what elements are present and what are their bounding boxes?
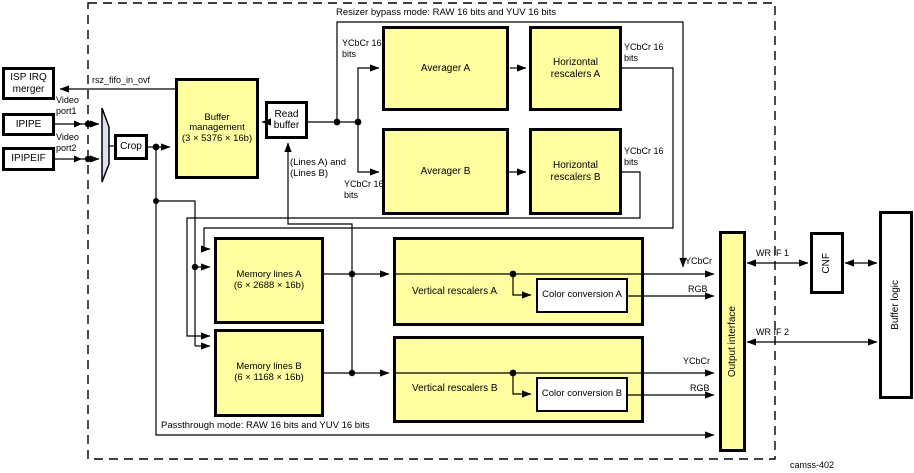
block-averager-a: Averager A [382,26,509,111]
arrow-video-port1 [74,120,82,128]
block-h-rescalers-b: Horizontal rescalers B [529,128,622,215]
label-rgb-a: RGB [688,284,708,294]
label-ycbcr16-hra-out: YCbCr 16 bits [624,42,664,63]
block-crop: Crop [114,134,148,160]
block-isp-irq-merger: ISP IRQ merger [2,67,55,100]
block-v-rescalers-a-label: Vertical rescalers A [412,286,498,297]
block-cnf-label: CNF [821,252,833,274]
block-ipipeif-label: IPIPEIF [11,153,46,165]
block-buffer-management-name: Buffer management [189,111,245,134]
wire-averager-a-in [357,64,380,122]
label-wr-if-1: WR IF 1 [756,248,789,258]
block-averager-b: Averager B [382,128,509,215]
block-output-interface: Output interface [719,231,746,452]
block-output-interface-label: Output interface [726,305,738,378]
block-averager-a-label: Averager A [420,62,471,74]
block-memory-lines-b: Memory lines B (6 × 1168 × 16b) [214,329,324,417]
label-rsz-fifo-in-ovf: rsz_fifo_in_ovf [92,75,151,85]
arrow-video-port2 [74,155,82,163]
block-buffer-logic-label: Buffer logic [890,280,902,330]
block-h-rescalers-b-label: Horizontal rescalers B [550,160,601,183]
label-video-port1: Video port1 [56,95,79,116]
block-read-buffer: Read buffer [265,101,308,139]
label-ycbcr-a: YCbCr [685,256,713,266]
block-color-conversion-a-label: Color conversion A [542,289,622,301]
block-color-conversion-a: Color conversion A [536,278,628,313]
block-averager-b-label: Averager B [420,165,471,177]
label-bypass-mode: Resizer bypass mode: RAW 16 bits and YUV… [336,7,557,18]
block-memory-lines-b-dims: (6 × 1168 × 16b) [234,372,304,383]
block-memory-lines-a: Memory lines A (6 × 2688 × 16b) [214,237,324,324]
block-v-rescalers-b-label: Vertical rescalers B [412,383,498,394]
block-h-rescalers-a-label: Horizontal rescalers A [550,57,601,80]
block-ipipe-label: IPIPE [15,118,42,130]
figure-tag: camss-402 [790,460,835,470]
block-color-conversion-b-label: Color conversion B [541,388,623,400]
block-memory-lines-a-name: Memory lines A [236,268,302,280]
label-video-port2: Video port2 [56,132,79,153]
label-rgb-b: RGB [690,383,710,393]
block-buffer-management-dims: (3 × 5376 × 16b) [181,132,253,144]
block-buffer-logic: Buffer logic [879,211,913,399]
input-mux-shape [101,107,110,183]
block-color-conversion-b: Color conversion B [536,377,628,412]
label-ycbcr16-averager-a: YCbCr 16 bits [342,38,382,59]
block-ipipeif: IPIPEIF [2,147,55,171]
block-isp-irq-merger-label: ISP IRQ merger [10,72,47,95]
label-passthrough-mode: Passthrough mode: RAW 16 bits and YUV 16… [161,420,370,431]
block-crop-label: Crop [120,141,142,153]
block-h-rescalers-a: Horizontal rescalers A [529,26,622,111]
block-cnf: CNF [810,232,844,294]
label-ycbcr16-hrb-out: YCbCr 16 bits [624,146,664,167]
wire-mem-bus [156,200,196,346]
block-read-buffer-label: Read buffer [273,108,300,131]
label-wr-if-2: WR IF 2 [756,327,789,337]
label-ycbcr16-averager-b: YCbCr 16 bits [344,179,384,200]
block-buffer-management: Buffer management (3 × 5376 × 16b) [175,78,259,179]
block-memory-lines-a-dims: (6 × 2688 × 16b) [233,279,305,291]
label-lines-a-b: (Lines A) and (Lines B) [290,157,346,180]
label-ycbcr-b: YCbCr [683,356,711,366]
block-ipipe: IPIPE [2,113,55,136]
